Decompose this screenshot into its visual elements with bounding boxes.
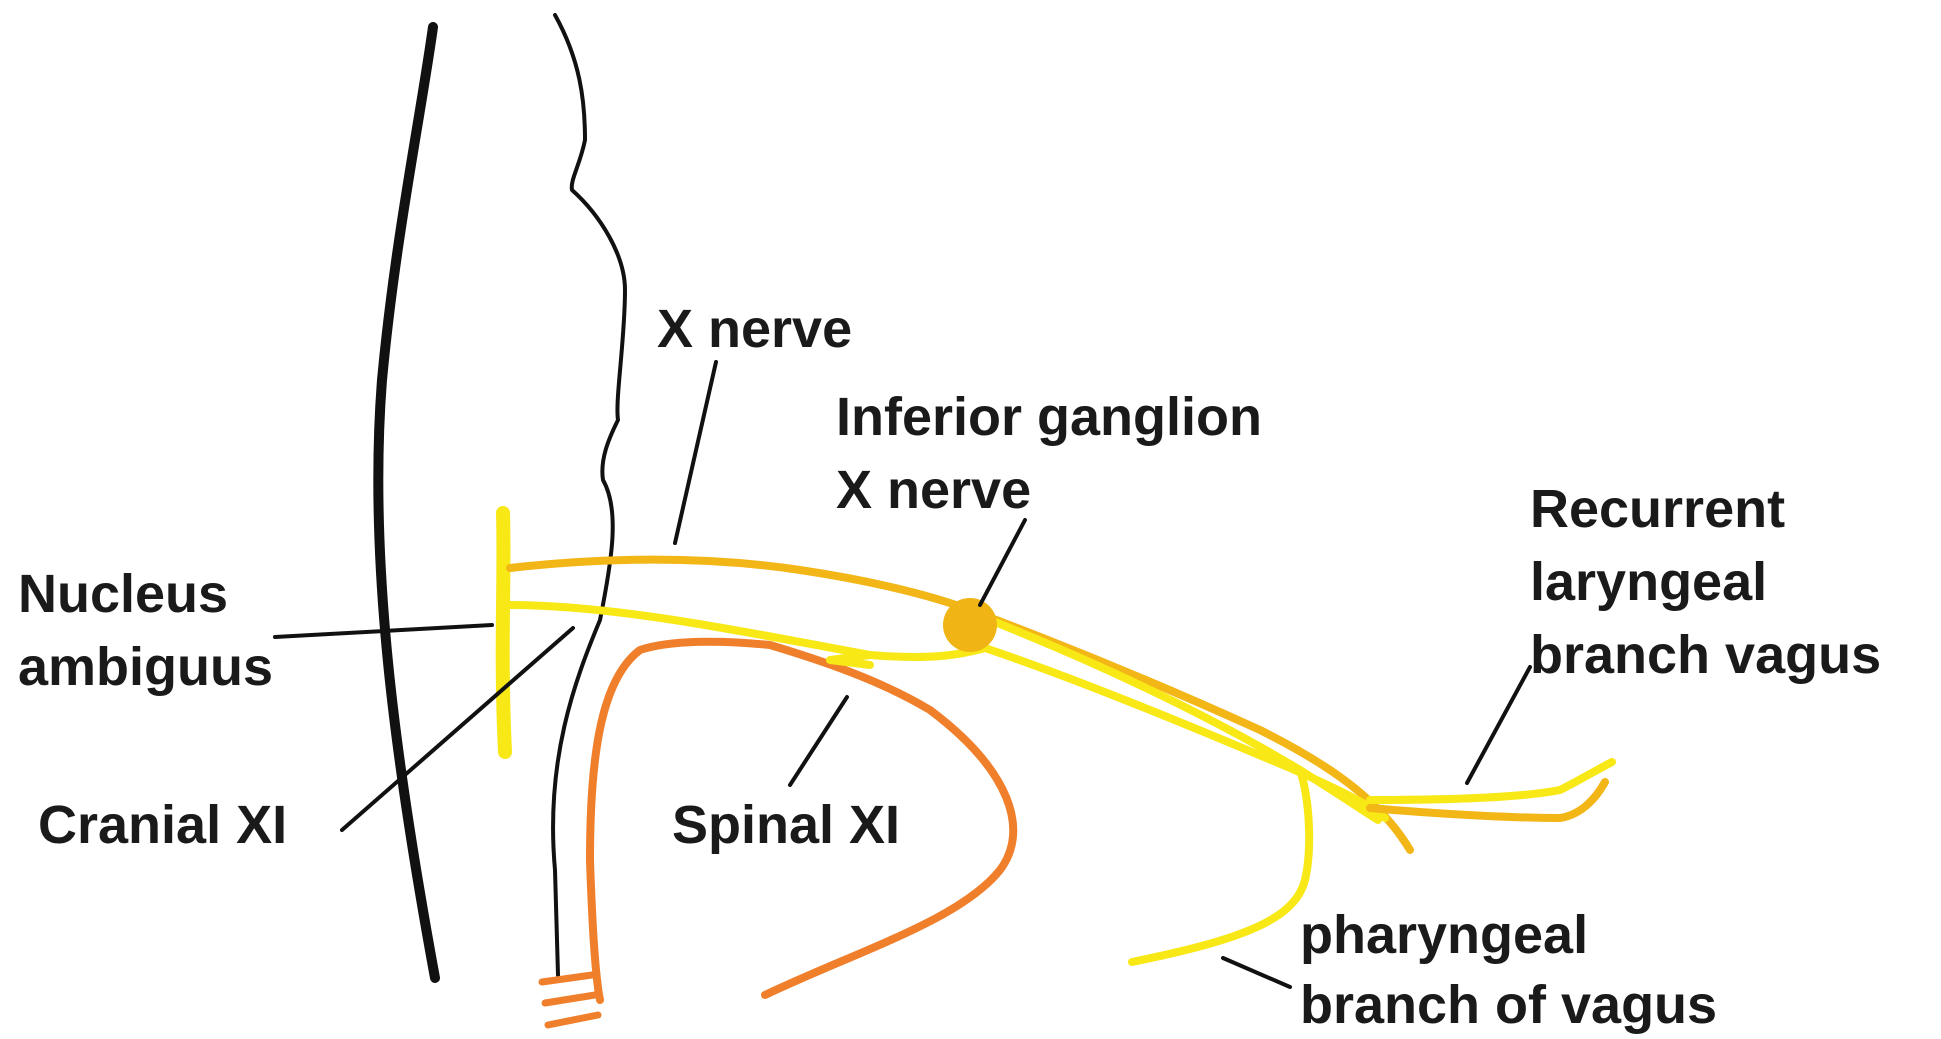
pharyngeal-branch [1132, 770, 1309, 962]
leader-pharyngeal [1223, 958, 1290, 987]
label-inferior-ganglion-line2: X nerve [836, 460, 1031, 520]
label-nucleus-line2: ambiguus [18, 637, 273, 697]
spinal-xi-rootlet-3 [548, 1015, 598, 1025]
leader-inferior-ganglion [980, 520, 1025, 605]
label-recurrent-line1: Recurrent [1530, 479, 1785, 539]
leader-x-nerve [675, 362, 716, 543]
spinal-xi-rootlet-2 [545, 995, 595, 1003]
label-inferior-ganglion-line1: Inferior ganglion [836, 387, 1262, 447]
label-nucleus-line1: Nucleus [18, 564, 228, 624]
leader-spinal-xi [790, 697, 847, 785]
inferior-ganglion-dot [943, 598, 997, 652]
nucleus-ambiguus [503, 513, 505, 752]
brainstem-outer-boundary [378, 27, 435, 978]
label-pharyngeal-line1: pharyngeal [1300, 905, 1588, 965]
label-x-nerve: X nerve [657, 299, 852, 359]
cranial-xi-fibre [510, 605, 985, 657]
spinal-xi-rootlet-1 [542, 975, 592, 982]
label-pharyngeal-line2: branch of vagus [1300, 975, 1717, 1035]
label-cranial-xi: Cranial XI [38, 795, 287, 855]
label-recurrent-line3: branch vagus [1530, 625, 1881, 685]
recurrent-laryngeal-branch-yellow [1370, 762, 1612, 800]
label-spinal-xi: Spinal XI [672, 795, 900, 855]
leader-recurrent-laryngeal [1467, 667, 1530, 783]
label-recurrent-line2: laryngeal [1530, 552, 1767, 612]
leader-cranial-xi [342, 628, 573, 830]
